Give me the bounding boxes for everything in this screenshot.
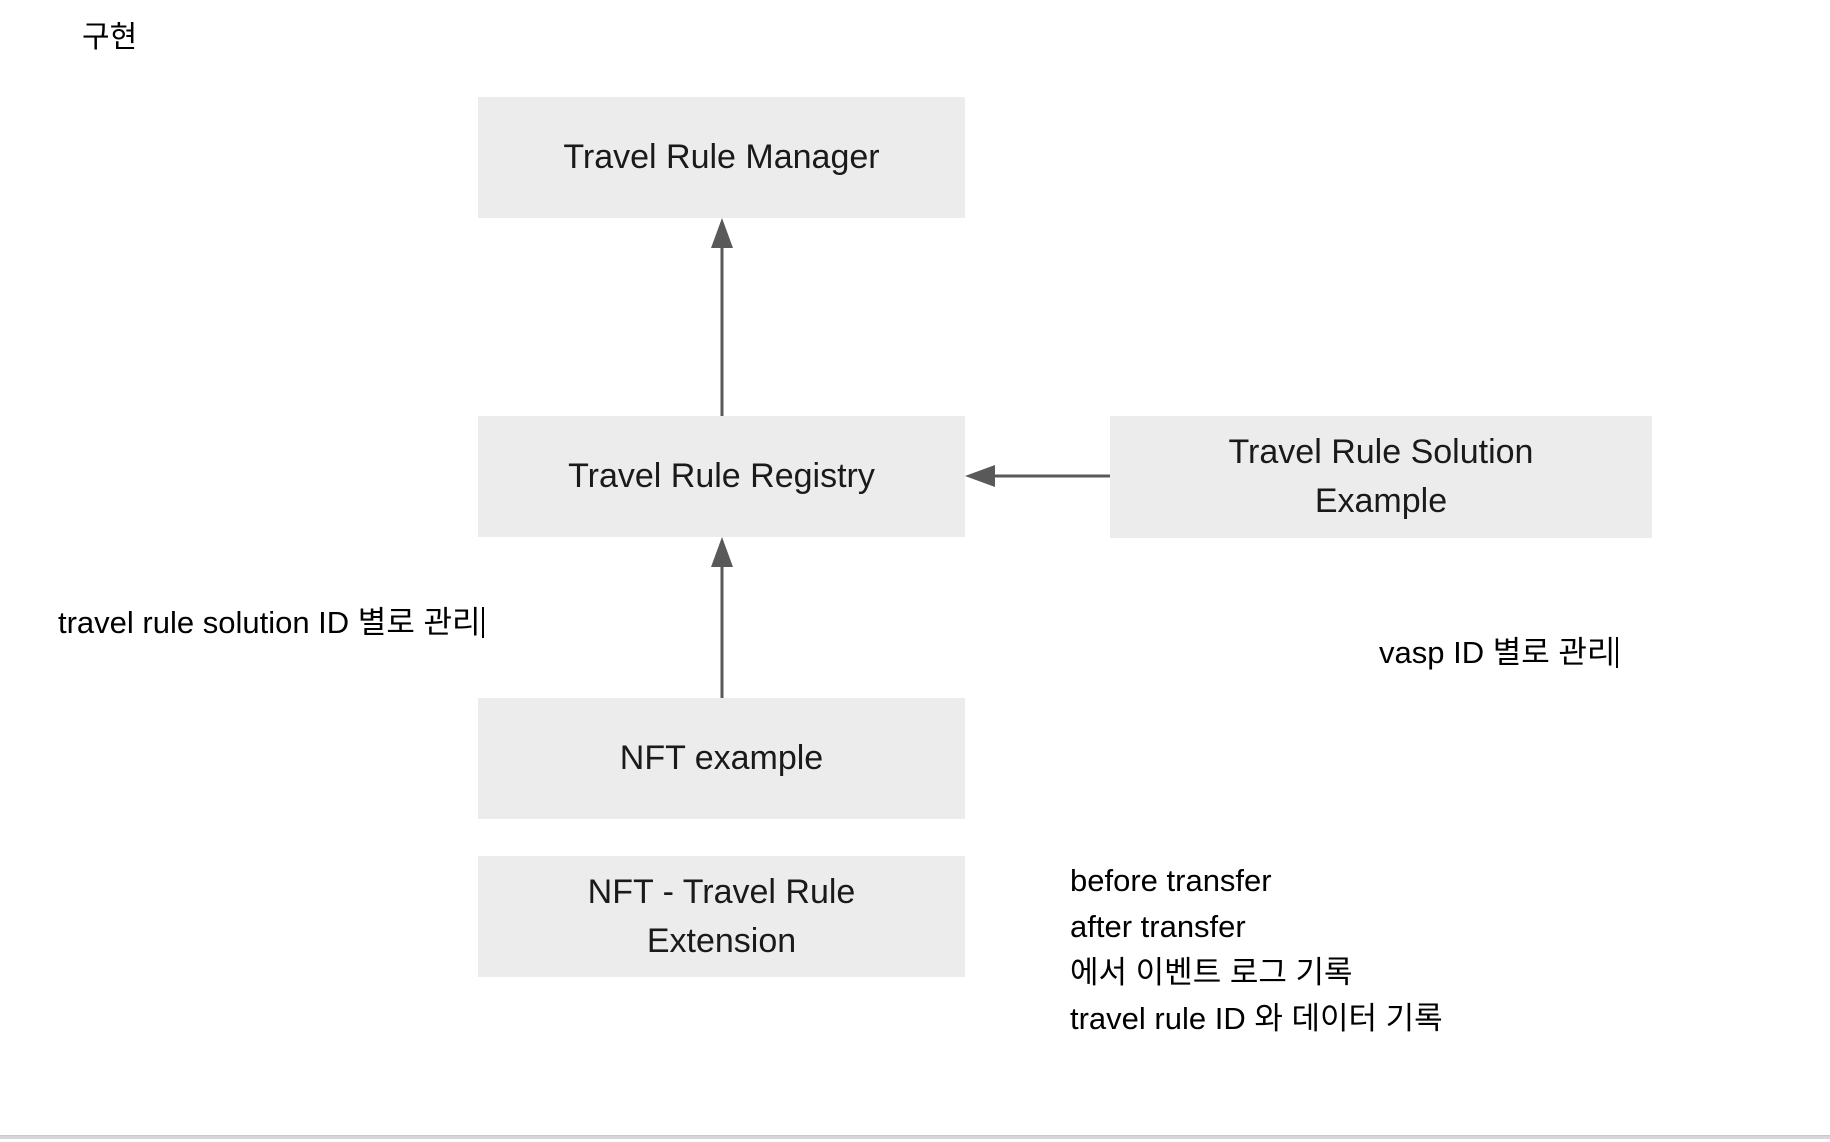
node-travel-rule-registry[interactable]: Travel Rule Registry — [478, 416, 965, 537]
annotation-transfer-notes: before transfer after transfer 에서 이벤트 로그… — [1070, 863, 1443, 1036]
node-nft-example[interactable]: NFT example — [478, 698, 965, 819]
arrow-registry-to-manager[interactable] — [706, 218, 738, 416]
annotation-text: travel rule solution ID 별로 관리 — [58, 605, 481, 640]
node-nft-travel-rule-extension[interactable]: NFT - Travel Rule Extension — [478, 856, 965, 977]
node-label: Travel Rule Manager — [563, 138, 880, 176]
node-label: NFT example — [619, 739, 824, 777]
annotation-text: vasp ID 별로 관리 — [1379, 635, 1616, 670]
bottom-divider — [0, 1135, 1830, 1139]
node-travel-rule-solution-example[interactable]: Travel Rule Solution Example — [1110, 416, 1652, 538]
annotation-registry-scope: travel rule solution ID 별로 관리 — [58, 554, 484, 646]
arrow-nft-to-registry[interactable] — [706, 537, 738, 698]
node-travel-rule-manager[interactable]: Travel Rule Manager — [478, 97, 965, 218]
arrow-solution-to-registry[interactable] — [965, 460, 1110, 492]
annotation-solution-scope: vasp ID 별로 관리 — [1379, 584, 1619, 676]
node-label: Travel Rule Registry — [568, 457, 875, 495]
node-label: Travel Rule Solution Example — [1228, 433, 1534, 520]
node-label: NFT - Travel Rule Extension — [587, 872, 856, 960]
text-caret — [481, 607, 484, 638]
page-title: 구현 — [82, 21, 138, 54]
text-caret — [1616, 637, 1619, 668]
